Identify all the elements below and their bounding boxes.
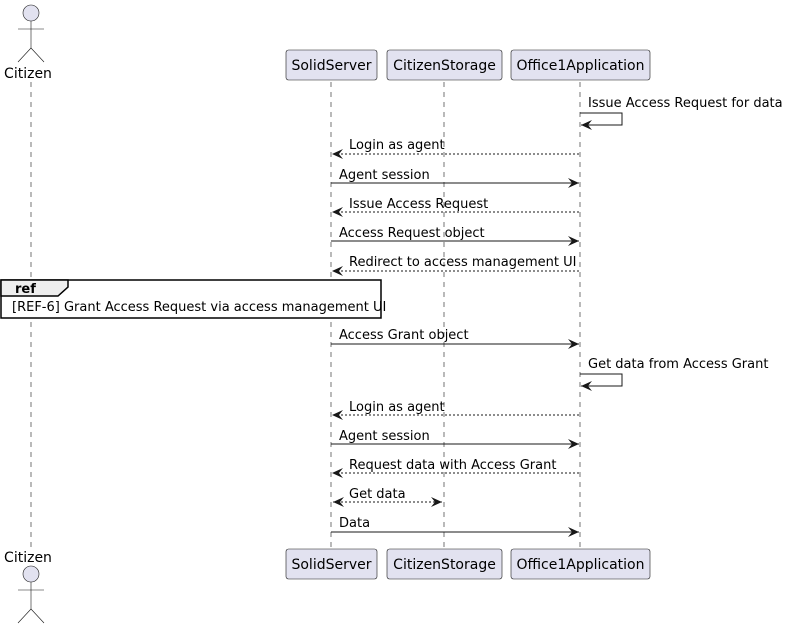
participant-box-solid-server: SolidServer bbox=[285, 49, 378, 81]
actor-figure-icon bbox=[17, 565, 45, 624]
message-login-as-agent-2: Login as agent bbox=[332, 400, 579, 420]
participant-box-office-app: Office1Application bbox=[510, 49, 651, 81]
message-label: Redirect to access management UI bbox=[349, 255, 576, 270]
messages: Issue Access Request for data Login as a… bbox=[0, 96, 783, 537]
message-request-data-with-access-grant: Request data with Access Grant bbox=[332, 458, 579, 478]
participant-label-office-app: Office1Application bbox=[517, 58, 645, 74]
ref-tag: ref bbox=[15, 282, 36, 297]
message-label: Agent session bbox=[339, 168, 430, 183]
participant-label-citizen-storage: CitizenStorage bbox=[393, 58, 496, 74]
message-redirect-to-access-management-ui: Redirect to access management UI bbox=[332, 255, 579, 276]
actor-citizen-top: Citizen bbox=[4, 4, 52, 82]
message-label: Request data with Access Grant bbox=[349, 458, 556, 473]
message-get-data-from-access-grant: Get data from Access Grant bbox=[580, 357, 768, 391]
participant-box-citizen-storage: CitizenStorage bbox=[386, 49, 503, 81]
message-get-data: Get data bbox=[333, 487, 442, 507]
participant-label-office-app: Office1Application bbox=[517, 557, 645, 573]
message-agent-session: Agent session bbox=[331, 168, 579, 188]
message-label: Issue Access Request bbox=[349, 197, 488, 212]
message-issue-access-request-for-data: Issue Access Request for data bbox=[580, 96, 783, 130]
message-label: Access Grant object bbox=[339, 328, 469, 343]
message-access-request-object: Access Request object bbox=[331, 226, 579, 246]
message-label: Login as agent bbox=[349, 138, 445, 153]
participant-label-solid-server: SolidServer bbox=[291, 557, 371, 573]
participant-box-citizen-storage-bottom: CitizenStorage bbox=[386, 548, 503, 580]
participant-box-office-app-bottom: Office1Application bbox=[510, 548, 651, 580]
message-agent-session-2: Agent session bbox=[331, 429, 579, 449]
participants-bottom: Citizen SolidServer CitizenStorage Offic… bbox=[4, 548, 651, 624]
message-label: Issue Access Request for data bbox=[588, 96, 783, 111]
actor-citizen-bottom: Citizen bbox=[4, 550, 52, 624]
participant-label-solid-server: SolidServer bbox=[291, 58, 371, 74]
message-label: Agent session bbox=[339, 429, 430, 444]
message-login-as-agent: Login as agent bbox=[332, 138, 579, 159]
message-data: Data bbox=[331, 516, 579, 537]
message-label: Access Request object bbox=[339, 226, 485, 241]
actor-figure-icon bbox=[17, 4, 45, 63]
message-issue-access-request: Issue Access Request bbox=[332, 197, 579, 217]
message-access-grant-object: Access Grant object bbox=[331, 328, 579, 349]
participant-label-citizen: Citizen bbox=[4, 66, 52, 82]
message-label: Get data bbox=[349, 487, 406, 502]
participant-label-citizen-storage: CitizenStorage bbox=[393, 557, 496, 573]
participant-label-citizen: Citizen bbox=[4, 550, 52, 566]
ref-frame: ref [REF-6] Grant Access Request via acc… bbox=[0, 279, 386, 319]
message-label: Data bbox=[339, 516, 370, 531]
ref-text: [REF-6] Grant Access Request via access … bbox=[12, 300, 386, 315]
message-label: Login as agent bbox=[349, 400, 445, 415]
participants-top: Citizen SolidServer CitizenStorage Offic… bbox=[4, 4, 651, 82]
participant-box-solid-server-bottom: SolidServer bbox=[285, 548, 378, 580]
message-label: Get data from Access Grant bbox=[588, 357, 768, 372]
